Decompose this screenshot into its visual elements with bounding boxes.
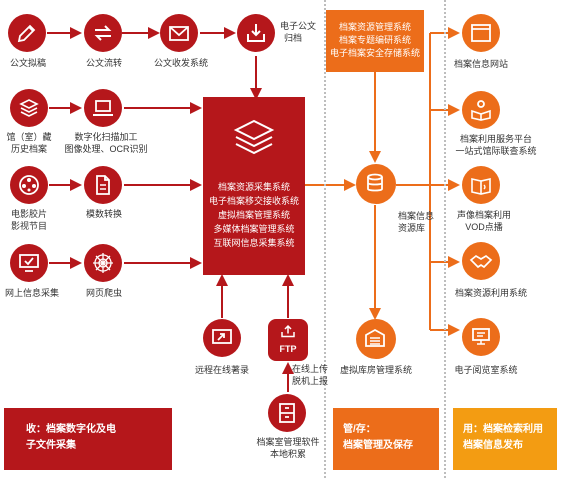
label-reading: 电子阅览室系统 [454,365,518,375]
store-stage-line2: 档案管理及保存 [343,440,413,451]
management-systems-box[interactable]: 档案资源管理系统 档案专题编研系统 电子档案安全存储系统 [326,10,424,72]
label-vod: 声像档案利用 VOD点播 [446,209,522,233]
website-icon[interactable] [462,14,500,52]
inbox-download-icon[interactable] [237,14,275,52]
label-saomiao-line1: 数字化扫描加工 [74,132,138,142]
label-saomiao-line2: 图像处理、OCR识别 [64,144,148,154]
ftp-upload-icon[interactable]: FTP [268,319,308,361]
collect-stage-box: 收：档案数字化及电 子文件采集 [4,408,172,470]
use-stage-line1: 用：档案检索利用 [463,424,543,435]
swap-arrows-icon[interactable] [84,14,122,52]
label-gongwen-shoufa: 公文收发系统 [153,58,208,68]
reader-icon[interactable] [462,91,500,129]
database-icon[interactable] [356,164,396,204]
label-guidang-line1: 电子公文 [280,21,317,31]
laptop-icon[interactable] [84,89,122,127]
label-gongwen-nigao: 公文拟稿 [9,58,46,68]
label-resource-line1: 档案信息 [398,211,435,221]
label-vod-line1: 声像档案利用 [456,210,511,220]
label-warehouse: 虚拟库房管理系统 [339,365,412,375]
remote-monitor-icon[interactable] [203,319,241,357]
film-reel-icon[interactable] [10,166,48,204]
label-dianying: 电影胶片 影视节目 [0,208,58,232]
pencil-icon[interactable] [8,14,46,52]
label-resource-db: 档案信息 资源库 [398,210,448,234]
label-gongwen-liuzhuan: 公文流转 [85,58,122,68]
collection-systems-list: 档案资源采集系统 电子档案移交接收系统 虚拟档案管理系统 多媒体档案管理系统 互… [203,180,305,250]
books-icon[interactable] [10,89,48,127]
label-bendi-line2: 本地积累 [269,449,306,459]
label-guidang-line2: 归档 [284,33,303,43]
use-stage-box: 用：档案检索利用 档案信息发布 [453,408,557,470]
label-guanshi-line1: 馆（室）藏 [6,132,52,142]
store-stage-line1: 管/存： [343,424,376,435]
ftp-label: FTP [279,344,297,354]
label-guanshi-line2: 历史档案 [10,144,47,154]
label-guanshi: 馆（室）藏 历史档案 [0,131,58,155]
label-bendi: 档案室管理软件 本地积累 [246,436,330,460]
layers-icon [233,119,275,155]
reading-room-icon[interactable] [462,318,500,356]
label-zaixian: 在线上传 脱机上报 [292,363,328,387]
separator-left [324,0,326,478]
collection-system-item: 多媒体档案管理系统 [213,224,295,234]
label-saomiao: 数字化扫描加工 图像处理、OCR识别 [60,131,152,155]
mail-icon[interactable] [160,14,198,52]
filing-cabinet-icon[interactable] [268,394,306,432]
label-zaixian-line1: 在线上传 [292,364,329,374]
collection-systems-box[interactable]: 档案资源采集系统 电子档案移交接收系统 虚拟档案管理系统 多媒体档案管理系统 互… [203,97,305,275]
label-resource-line2: 资源库 [398,223,426,233]
label-dianying-line1: 电影胶片 [10,209,47,219]
label-wangye: 网页爬虫 [85,288,122,298]
label-dianying-line2: 影视节目 [10,221,47,231]
label-zaixian-line2: 脱机上报 [292,376,329,386]
management-systems-list: 档案资源管理系统 档案专题编研系统 电子档案安全存储系统 [326,21,424,60]
management-system-item: 档案资源管理系统 [338,22,411,32]
label-bendi-line1: 档案室管理软件 [256,437,320,447]
document-convert-icon[interactable] [84,166,122,204]
separator-right [444,0,446,478]
label-guidang: 电子公文 归档 [280,20,316,44]
warehouse-icon[interactable] [356,319,396,359]
label-platform: 档案利用服务平台 一站式馆际联查系统 [448,133,544,157]
spider-web-icon[interactable] [84,244,122,282]
collection-system-item: 虚拟档案管理系统 [217,210,290,220]
label-moshu: 模数转换 [85,209,122,219]
monitor-check-icon[interactable] [10,244,48,282]
label-utilize: 档案资源利用系统 [454,288,527,298]
label-wangshang: 网上信息采集 [4,288,59,298]
label-platform-line1: 档案利用服务平台 [459,134,532,144]
use-stage-line2: 档案信息发布 [463,440,523,451]
collection-system-item: 互联网信息采集系统 [213,238,295,248]
collect-stage-line1: 收：档案数字化及电 [26,424,116,435]
label-website: 档案信息网站 [453,59,508,69]
collection-system-item: 档案资源采集系统 [217,182,290,192]
collect-stage-line2: 子文件采集 [26,440,76,451]
label-yuancheng: 远程在线著录 [194,365,249,375]
audio-book-icon[interactable] [462,166,500,204]
label-platform-line2: 一站式馆际联查系统 [455,146,537,156]
store-stage-box: 管/存： 档案管理及保存 [333,408,439,470]
label-vod-line2: VOD点播 [465,222,503,232]
management-system-item: 电子档案安全存储系统 [329,48,420,58]
collection-system-item: 电子档案移交接收系统 [208,196,299,206]
management-system-item: 档案专题编研系统 [338,35,411,45]
handshake-icon[interactable] [462,242,500,280]
